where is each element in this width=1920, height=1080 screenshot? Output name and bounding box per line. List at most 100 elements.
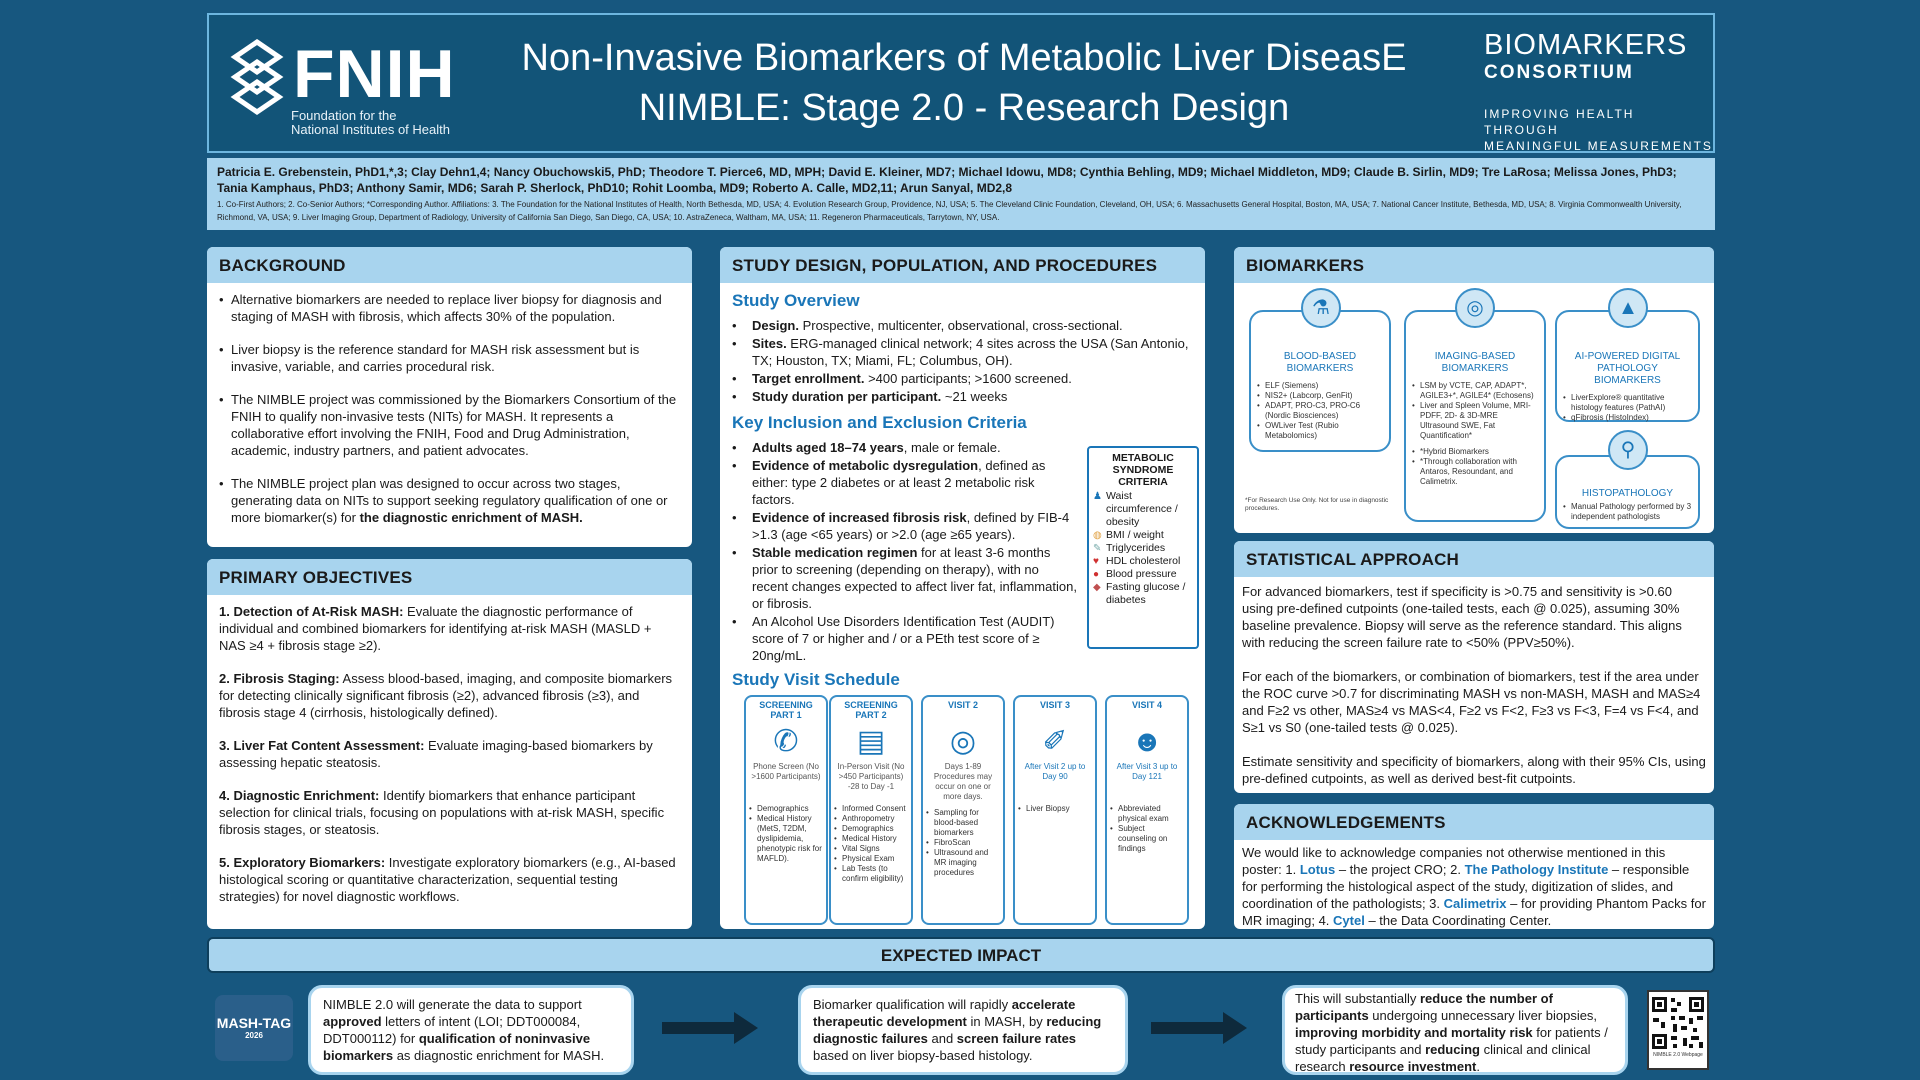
impact-text: clinical and clinical research xyxy=(1295,1042,1591,1074)
histopathology-item: Manual Pathology performed by 3 independ… xyxy=(1563,502,1692,522)
impact-bold: qualification of noninvasive biomarkers xyxy=(323,1031,591,1063)
criteria-text: An Alcohol Use Disorders Identification … xyxy=(752,614,1055,663)
visit-title: SCREENING PART 1 xyxy=(759,700,813,720)
visit-desc: Phone Screen (No >1600 Participants) xyxy=(751,762,821,781)
objective-text: Evaluate imaging-based biomarkers by ass… xyxy=(219,738,653,770)
objective-text: Identify biomarkers that enhance partici… xyxy=(219,788,665,837)
pill-icon: ◆ xyxy=(1093,582,1101,593)
visit-card-visit-3: VISIT 3 ✐ After Visit 2 up to Day 90 Liv… xyxy=(1013,695,1097,925)
impact-bold: reducing diagnostic failures xyxy=(813,1014,1102,1046)
visit-item: Medical History xyxy=(834,834,908,844)
imaging-note: *Through collaboration with Antaros, Res… xyxy=(1412,457,1538,487)
ai-pathology-title: AI-POWERED DIGITAL PATHOLOGY BIOMARKERS xyxy=(1574,351,1681,386)
background-bullet: Liver biopsy is the reference standard f… xyxy=(219,341,680,375)
mash-tag-logo: MASH-TAG 2026 xyxy=(215,995,293,1061)
imaging-biomarkers-card: IMAGING-BASED BIOMARKERS LSM by VCTE, CA… xyxy=(1404,310,1546,522)
metabolic-criterion: ♟Waist circumference / obesity xyxy=(1093,490,1193,529)
metabolic-criterion: ✎Triglycerides xyxy=(1093,542,1193,555)
consultation-icon: ☻ xyxy=(1131,725,1163,758)
scale-icon: ◍ xyxy=(1093,530,1102,541)
impact-bold: accelerate therapeutic development xyxy=(813,997,1076,1029)
objective-label: 2. Fibrosis Staging: xyxy=(219,671,340,686)
impact-bold: resource investment xyxy=(1349,1059,1477,1074)
overview-label: Design. xyxy=(752,318,799,333)
expected-impact-heading: EXPECTED IMPACT xyxy=(207,937,1715,973)
impact-box-1: NIMBLE 2.0 will generate the data to sup… xyxy=(308,985,634,1075)
impact-text: based on liver biopsy-based histology. xyxy=(813,1048,1033,1063)
criteria-item: Adults aged 18–74 years, male or female. xyxy=(732,439,1077,456)
objective-item: 3. Liver Fat Content Assessment: Evaluat… xyxy=(219,737,680,771)
objective-label: 5. Exploratory Biomarkers: xyxy=(219,855,386,870)
visit-item: Anthropometry xyxy=(834,814,908,824)
criteria-text: , defined by FIB-4 >1.3 (age <65 years) … xyxy=(752,510,1070,542)
impact-bold: approved xyxy=(323,1014,382,1029)
fnih-wordmark: FNIH xyxy=(293,36,456,112)
visit-card-visit-4: VISIT 4 ☻ After Visit 3 up to Day 121 Ab… xyxy=(1105,695,1189,925)
impact-text: . xyxy=(1476,1059,1480,1074)
visit-item: Medical History (MetS, T2DM, dyslipidemi… xyxy=(749,814,823,864)
visit-title: VISIT 2 xyxy=(947,700,978,710)
study-body: Study Overview Design. Prospective, mult… xyxy=(720,283,1205,704)
mash-tag-logo-text: MASH-TAG xyxy=(216,1015,292,1031)
qr-code-icon xyxy=(1649,994,1707,1052)
biomarkers-consortium-logo: BIOMARKERS CONSORTIUM IMPROVING HEALTH T… xyxy=(1484,29,1714,154)
qr-code[interactable]: NIMBLE 2.0 Webpage xyxy=(1647,990,1709,1070)
statistical-panel: STATISTICAL APPROACH For advanced biomar… xyxy=(1234,541,1714,793)
background-heading: BACKGROUND xyxy=(207,247,692,283)
acknowledgements-panel: ACKNOWLEDGEMENTS We would like to acknow… xyxy=(1234,804,1714,929)
background-bullet: Alternative biomarkers are needed to rep… xyxy=(219,291,680,325)
overview-item: Design. Prospective, multicenter, observ… xyxy=(732,317,1193,334)
visit-card-screening-1: SCREENING PART 1 ✆ Phone Screen (No >160… xyxy=(744,695,828,925)
bc-logo-line1: BIOMARKERS xyxy=(1484,29,1688,61)
visit-item: FibroScan xyxy=(926,838,1000,848)
mri-scanner-icon: ◎ xyxy=(1455,288,1495,328)
criteria-item: Evidence of metabolic dysregulation, def… xyxy=(732,457,1077,508)
title-line-1: Non-Invasive Biomarkers of Metabolic Liv… xyxy=(521,37,1407,79)
imaging-biomarker-item: LSM by VCTE, CAP, ADAPT*, AGILE3+*, AGIL… xyxy=(1412,381,1538,401)
metabolic-criterion-label: Fasting glucose / diabetes xyxy=(1106,581,1186,606)
criteria-text: , male or female. xyxy=(903,440,1001,455)
objective-label: 4. Diagnostic Enrichment: xyxy=(219,788,380,803)
biomarkers-footnote: *For Research Use Only. Not for use in d… xyxy=(1245,497,1389,512)
bc-tagline-line1: IMPROVING HEALTH THROUGH xyxy=(1484,107,1635,137)
overview-label: Target enrollment. xyxy=(752,371,865,386)
impact-bold: reduce the number of participants xyxy=(1295,991,1553,1023)
objective-text: Investigate exploratory biomarkers (e.g.… xyxy=(219,855,676,904)
visit-item: Abbreviated physical exam xyxy=(1110,804,1184,824)
criteria-item: Stable medication regimen for at least 3… xyxy=(732,544,1077,612)
background-bullet-text: The NIMBLE project plan was designed to … xyxy=(231,476,668,525)
ack-company-cytel: Cytel xyxy=(1333,913,1365,928)
criteria-list: Adults aged 18–74 years, male or female.… xyxy=(732,439,1077,664)
test-tube-icon: ⚗ xyxy=(1301,288,1341,328)
mash-tag-logo-year: 2026 xyxy=(245,1031,263,1040)
bc-tagline: IMPROVING HEALTH THROUGH MEANINGFUL MEAS… xyxy=(1484,106,1714,154)
author-list: Patricia E. Grebenstein, PhD1,*,3; Clay … xyxy=(217,165,1677,195)
visit-item: Informed Consent xyxy=(834,804,908,814)
ack-company-pathology-institute: The Pathology Institute xyxy=(1464,862,1609,877)
metabolic-criterion: ♥HDL cholesterol xyxy=(1093,555,1193,568)
visit-title: VISIT 3 xyxy=(1039,700,1070,710)
poster-header: FNIH Foundation for the National Institu… xyxy=(207,13,1715,153)
impact-text: for patients / study participants and xyxy=(1295,1025,1608,1057)
histopathology-title: HISTOPATHOLOGY xyxy=(1581,488,1674,499)
visit-desc: After Visit 2 up to Day 90 xyxy=(1024,762,1086,781)
metabolic-syndrome-criteria: METABOLIC SYNDROME CRITERIA ♟Waist circu… xyxy=(1087,446,1199,649)
blood-biomarkers-title: BLOOD-BASED BIOMARKERS xyxy=(1283,351,1357,374)
drop-icon: ● xyxy=(1093,569,1100,580)
bc-logo-line2: CONSORTIUM xyxy=(1484,62,1634,83)
objective-text: Evaluate the diagnostic performance of i… xyxy=(219,604,652,653)
blood-biomarkers-card: BLOOD-BASED BIOMARKERS ELF (Siemens) NIS… xyxy=(1249,310,1391,452)
criteria-text: , defined as either: type 2 diabetes or … xyxy=(752,458,1046,507)
statistical-paragraph: For advanced biomarkers, test if specifi… xyxy=(1242,584,1682,650)
phone-icon: ✆ xyxy=(773,725,799,758)
criteria-label: Adults aged 18–74 years xyxy=(752,440,904,455)
criteria-item: An Alcohol Use Disorders Identification … xyxy=(732,613,1077,664)
blood-biomarker-item: NIS2+ (Labcorp, GenFit) xyxy=(1257,391,1383,401)
ack-text: – for providing Phantom Packs for MR ima… xyxy=(1242,896,1706,928)
metabolic-criterion-label: HDL cholesterol xyxy=(1106,555,1181,567)
impact-bold: improving morbidity and mortality risk xyxy=(1295,1025,1533,1040)
visit-item: Subject counseling on findings xyxy=(1110,824,1184,854)
visit-card-visit-2: VISIT 2 ◎ Days 1-89 Procedures may occur… xyxy=(921,695,1005,925)
objective-item: 4. Diagnostic Enrichment: Identify bioma… xyxy=(219,787,680,838)
ai-pathology-item: qFibrosis (HistoIndex) xyxy=(1563,413,1692,423)
